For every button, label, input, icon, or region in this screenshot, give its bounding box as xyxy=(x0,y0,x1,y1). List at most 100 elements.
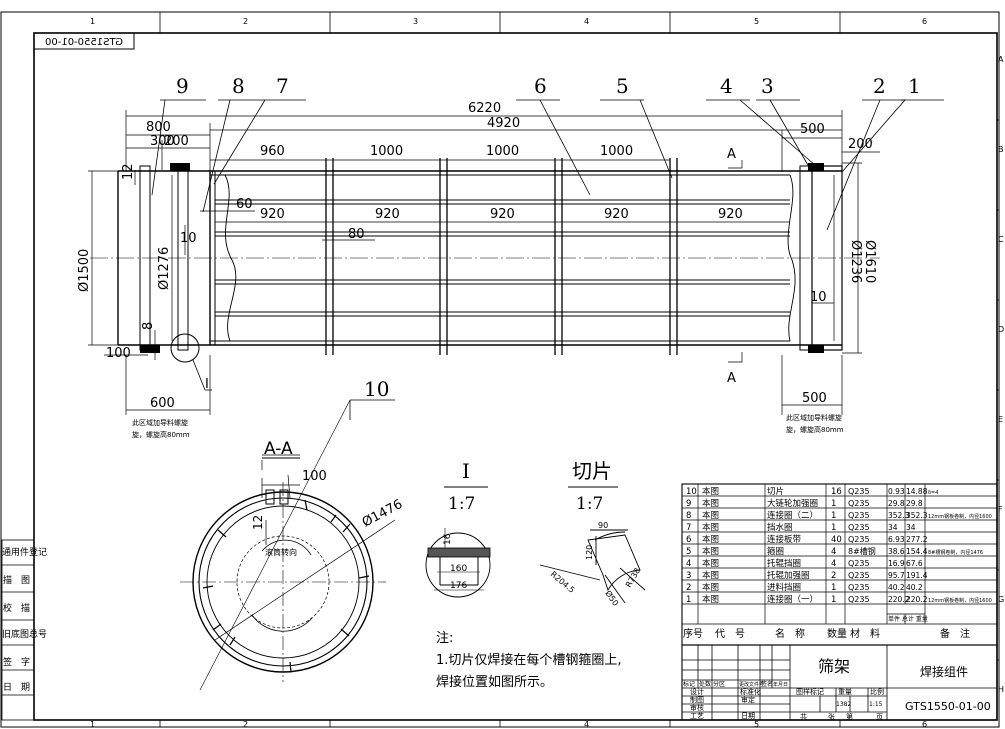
callout-7: 7 xyxy=(276,74,289,98)
bom-cell-w2: 220.2 xyxy=(906,595,928,604)
bom-cell-w2: 14.88 xyxy=(906,487,928,496)
slice-r2: Ø50 xyxy=(603,588,621,607)
callout-9: 9 xyxy=(176,74,189,98)
bom-cell-mat: Q235 xyxy=(848,583,870,592)
bom-cell-qty: 1 xyxy=(831,583,836,593)
tb-review: 审核 xyxy=(690,703,704,712)
bom-cell-w2: 29.8 xyxy=(906,499,923,508)
strip-date: 日 期 xyxy=(3,682,30,693)
zone-row-D: D xyxy=(998,325,1004,334)
bom-cell-code: 本图 xyxy=(702,522,719,533)
strip-sign: 签 字 xyxy=(3,656,30,668)
tb-signer: 签名 xyxy=(761,680,773,688)
zone-col-5: 5 xyxy=(754,17,759,26)
bom-cell-no: 4 xyxy=(686,559,691,569)
bom-cell-qty: 40 xyxy=(831,535,842,545)
bom-cell-name: 挡水圈 xyxy=(767,522,793,533)
dim-inner: 4920 xyxy=(487,116,520,131)
bom-cell-code: 本图 xyxy=(702,546,719,557)
zone-col-6: 6 xyxy=(922,17,927,26)
bom-h-no: 序号 xyxy=(683,627,703,640)
bom-cell-w1: 34 xyxy=(888,523,898,532)
tb-ymd: 年月日 xyxy=(773,681,788,688)
tb-design: 设计 xyxy=(690,687,704,696)
tb-total: 共 xyxy=(800,712,807,721)
bom-cell-no: 5 xyxy=(686,547,691,557)
bom-cell-qty: 2 xyxy=(831,571,836,581)
bom-cell-no: 9 xyxy=(686,499,691,509)
callout-8: 8 xyxy=(232,74,245,98)
zone-col-4: 4 xyxy=(584,17,589,26)
strip-old: 旧底图总号 xyxy=(2,628,47,640)
area-note-right-2: 旋，螺旋高80mm xyxy=(786,425,844,434)
bom-cell-code: 本图 xyxy=(702,534,719,545)
zone-row-B: B xyxy=(998,145,1004,154)
bom-cell-code: 本图 xyxy=(702,510,719,521)
zone-col-bottom-1: 1 xyxy=(90,720,95,729)
bom-cell-name: 托辊加强圈 xyxy=(767,570,810,581)
bom-cell-qty: 1 xyxy=(831,595,836,605)
zone-row-F: F xyxy=(998,505,1003,514)
title-subtitle: 焊接组件 xyxy=(920,664,968,679)
zone-col-2: 2 xyxy=(243,17,248,26)
bom-cell-no: 2 xyxy=(686,583,691,593)
bom-cell-qty: 4 xyxy=(831,547,836,557)
bom-cell-code: 本图 xyxy=(702,486,719,497)
tb-draw: 制图 xyxy=(690,695,704,704)
dim-920-5: 920 xyxy=(718,207,743,222)
bom-cell-qty: 1 xyxy=(831,523,836,533)
bom-cell-w2: 277.2 xyxy=(906,535,928,544)
dim-100: 100 xyxy=(106,346,131,361)
section-dia: Ø1476 xyxy=(360,497,405,531)
rotation-label: 滚筒转向 xyxy=(265,547,297,557)
section-mark-top: A xyxy=(727,147,736,162)
bom-cell-w1: 38.6 xyxy=(888,547,905,556)
section-mark-bottom: A xyxy=(727,371,736,386)
strip-check: 校 描 xyxy=(3,602,30,614)
bom-cell-note: 8#槽钢卷制，内径1476 xyxy=(928,549,983,556)
title-code: GTS1550-01-00 xyxy=(905,700,991,713)
dim-d1276: Ø1276 xyxy=(157,247,172,290)
tb-weight: 1382 xyxy=(836,701,851,708)
tb-count: 处数 xyxy=(699,680,711,688)
bom-cell-w1: 95.7 xyxy=(888,571,905,580)
callout-10: 10 xyxy=(364,377,389,401)
bom-cell-qty: 1 xyxy=(831,511,836,521)
slice-dim-90: 90 xyxy=(598,521,608,530)
bom-h-note: 备 注 xyxy=(940,627,970,640)
zone-col-bottom-2: 2 xyxy=(243,720,248,729)
bom-cell-mat: Q235 xyxy=(848,499,870,508)
note-line1: 1.切片仅焊接在每个槽钢箍圈上, xyxy=(436,652,622,668)
callout-4: 4 xyxy=(720,74,733,98)
area-note-left: 此区域加导料螺旋 xyxy=(132,418,188,427)
section-dim-12: 12 xyxy=(251,515,265,530)
bom-cell-no: 1 xyxy=(686,595,691,605)
bom-cell-w1: 29.8 xyxy=(888,499,905,508)
callout-5: 5 xyxy=(616,74,629,98)
bom-cell-qty: 4 xyxy=(831,559,836,569)
tb-page: 张 xyxy=(828,712,835,721)
dim-1000-b: 1000 xyxy=(486,144,519,159)
bom-h-code: 代 号 xyxy=(715,628,745,640)
dim-300: 300 xyxy=(150,134,175,149)
dim-500-top: 500 xyxy=(800,122,825,137)
dim-200-left: 200 xyxy=(164,134,189,149)
bom-cell-no: 6 xyxy=(686,535,691,545)
tb-page2: 页 xyxy=(876,713,883,721)
bom-cell-w2: 154.4 xyxy=(906,547,928,556)
zone-row-A: A xyxy=(998,55,1004,64)
section-dim-100: 100 xyxy=(302,469,327,484)
callout-1: 1 xyxy=(908,74,921,98)
detail-mark: I xyxy=(205,377,209,392)
dim-8: 8 xyxy=(141,322,156,330)
tb-approve: 审定 xyxy=(741,695,755,704)
bom-cell-name: 连接圈（一） xyxy=(767,594,818,605)
bom-cell-name: 切片 xyxy=(767,486,784,497)
bom-cell-w2: 191.4 xyxy=(906,571,928,580)
title-name: 筛架 xyxy=(818,657,850,676)
bom-cell-name: 进料挡圈 xyxy=(767,582,801,593)
bom-cell-mat: Q235 xyxy=(848,511,870,520)
bom-cell-w2: 40.2 xyxy=(906,583,923,592)
dim-60: 60 xyxy=(236,197,253,212)
bom-cell-name: 连接板带 xyxy=(767,534,802,545)
